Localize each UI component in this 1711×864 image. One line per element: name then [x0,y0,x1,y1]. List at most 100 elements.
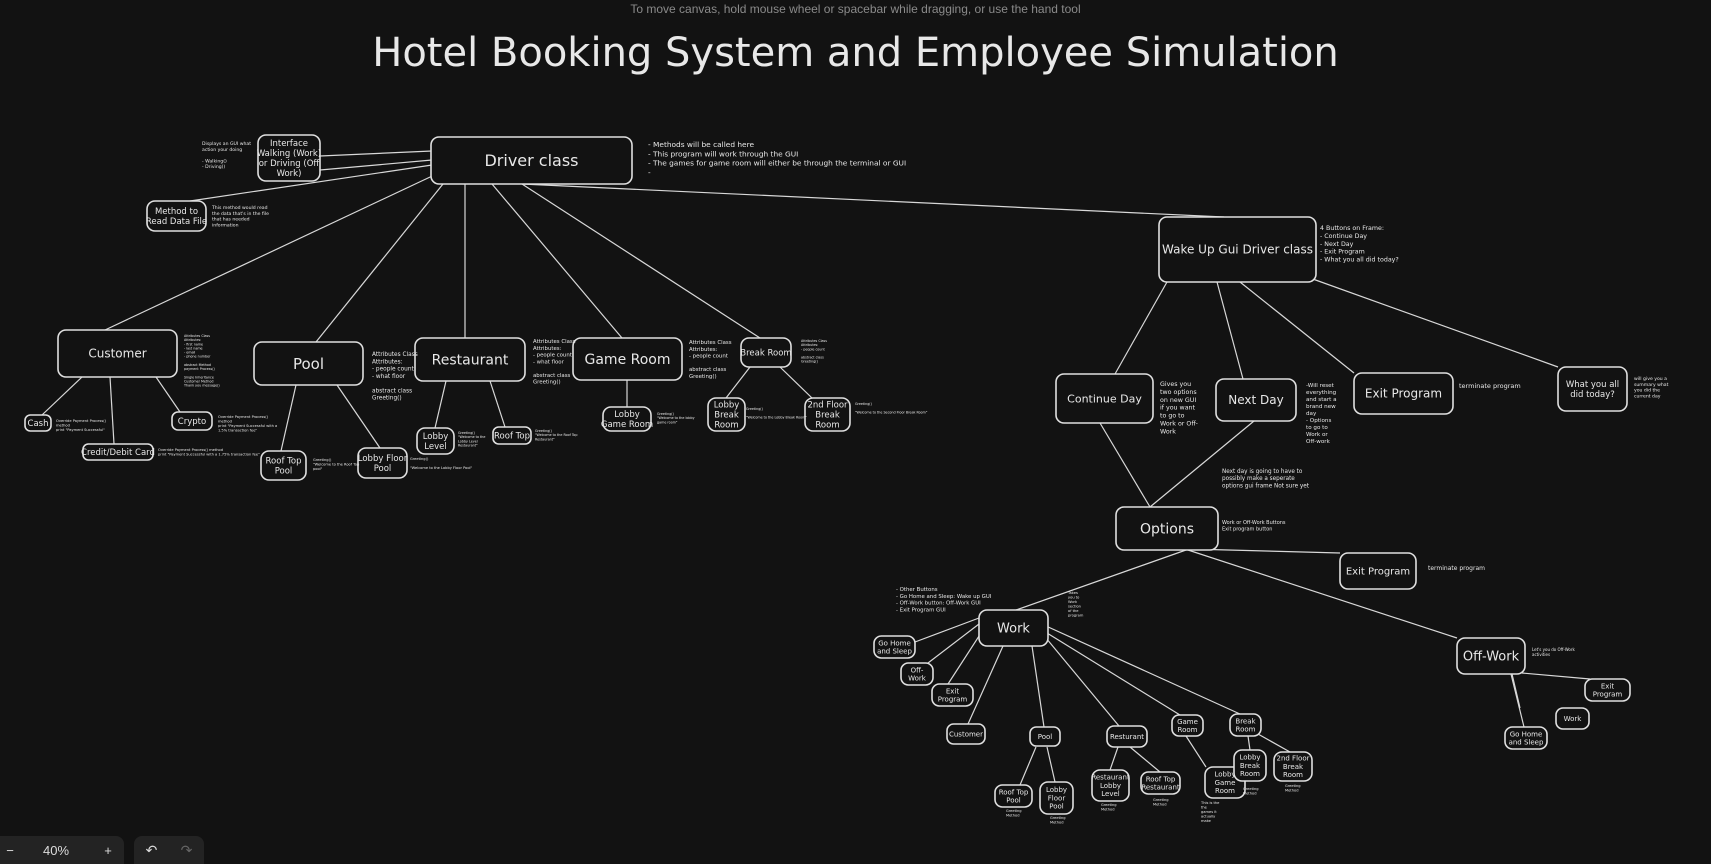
note-exit-program2[interactable]: terminate program [1428,565,1485,572]
zoom-out-button[interactable]: − [6,842,14,858]
redo-icon[interactable]: ↷ [180,841,193,858]
node-o-work[interactable]: Work [1555,707,1590,730]
node-label-line: Game Room [601,420,653,430]
node-w-resturant[interactable]: Resturant [1106,725,1148,748]
note-work-left[interactable]: - Other Buttons- Go Home and Sleep: Wake… [896,587,992,613]
node-next-day[interactable]: Next Day [1215,378,1297,422]
node-roof-top[interactable]: Roof Top [492,426,532,445]
note-wakeup[interactable]: 4 Buttons on Frame:- Continue Day- Next … [1320,225,1399,264]
node-label-line: did today? [1570,390,1615,400]
undo-icon[interactable]: ↶ [145,841,158,858]
note-exit-program[interactable]: terminate program [1459,382,1521,390]
note-line: - first name [184,342,203,346]
node-exit-program[interactable]: Exit Program [1353,372,1454,415]
node-w-offwork[interactable]: Off-Work [900,662,934,686]
note-lobby-break[interactable]: Greeting()"Welcome to the Lobby Break Ro… [746,407,807,419]
note-driver[interactable]: - Methods will be called here- This prog… [648,140,906,177]
node-options[interactable]: Options [1115,506,1219,551]
note-roof-top[interactable]: Greeting()"Welcome to the Roof TopRestau… [535,429,577,441]
node-offwork[interactable]: Off-Work [1456,637,1526,675]
node-box [1273,751,1313,782]
node-w-customer[interactable]: Customer [946,723,986,745]
node-break-room[interactable]: Break Room [740,337,792,368]
note-lobby-pool[interactable]: Greeting()"Welcome to the Lobby Floor Po… [410,457,473,470]
note-line: games it [1201,810,1217,814]
node-customer[interactable]: Customer [57,329,178,378]
node-game-room[interactable]: Game Room [572,337,683,381]
zoom-level: 40% [42,842,70,858]
node-label-line: or Driving (Off [259,159,321,169]
node-pool[interactable]: Pool [253,341,364,386]
connector-line [1149,420,1255,508]
node-work[interactable]: Work [978,609,1049,647]
node-label-line: Off- [911,666,924,674]
node-credit[interactable]: Credit/Debit Card [81,443,155,461]
node-w-pool[interactable]: Pool [1029,726,1061,747]
note-line: - people count [533,353,572,359]
node-label-line: Lobby [1046,786,1067,794]
node-restaurant[interactable]: Restaurant [414,337,526,382]
node-cash[interactable]: Cash [24,414,52,432]
note-line: Attributes Class [533,339,576,345]
node-exit-program2[interactable]: Exit Program [1339,552,1417,590]
node-driver[interactable]: Driver class [430,136,633,185]
node-crypto[interactable]: Crypto [171,411,213,431]
node-box [492,426,532,445]
note-floor2-break[interactable]: Greeting()"Welcome to the Second Floor B… [855,402,928,414]
node-continue-day[interactable]: Continue Day [1055,373,1154,424]
node-label-line: Pool [1006,797,1021,805]
note-line: - what floor [533,359,565,365]
node-wakeup[interactable]: Wake Up Gui Driver class [1158,216,1317,283]
zoom-in-button[interactable]: + [104,842,112,858]
